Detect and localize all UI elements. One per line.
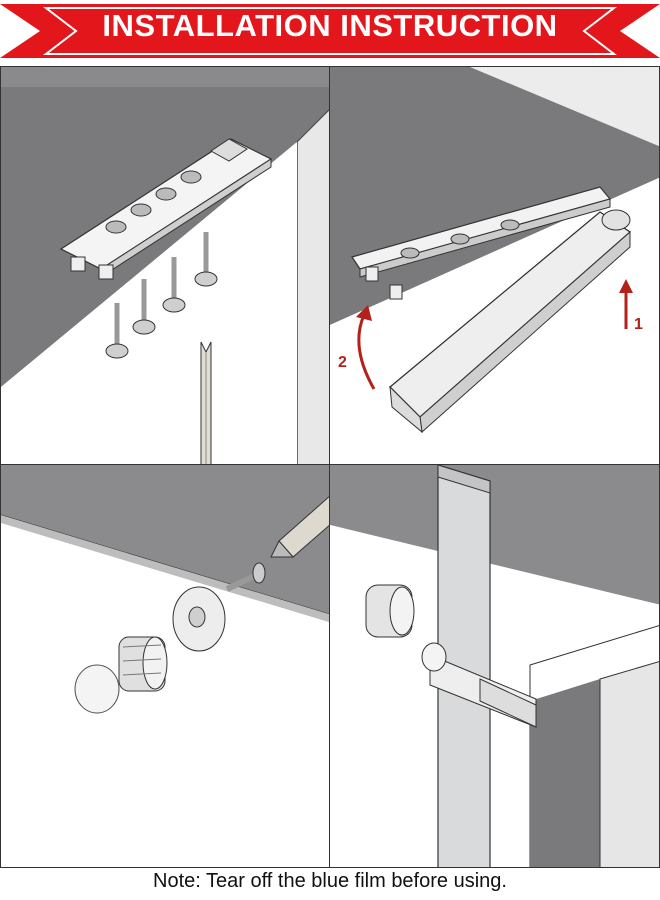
step-2-label-2: 2 bbox=[338, 354, 347, 371]
panel-step-1 bbox=[0, 66, 331, 466]
step-2-illustration: 1 2 bbox=[330, 67, 659, 465]
step-3-illustration bbox=[1, 465, 330, 867]
panel-step-3 bbox=[0, 464, 331, 868]
step-2-label-1: 1 bbox=[634, 316, 643, 333]
screw-icon bbox=[225, 562, 266, 592]
arrow-up-icon bbox=[619, 279, 633, 329]
screw-icon bbox=[105, 232, 218, 359]
door-icon bbox=[437, 465, 491, 867]
panel-step-4 bbox=[329, 464, 660, 868]
step-1-illustration bbox=[1, 67, 330, 465]
buffer-pad-icon bbox=[365, 584, 415, 638]
banner-title: INSTALLATION INSTRUCTION bbox=[102, 8, 558, 43]
banner-ribbon-icon bbox=[0, 4, 660, 58]
washer-icon bbox=[172, 586, 226, 652]
buffer-pad-icon bbox=[118, 636, 168, 692]
damper-icon bbox=[421, 642, 537, 728]
note-text: Note: Tear off the blue film before usin… bbox=[153, 870, 507, 892]
title-banner: INSTALLATION INSTRUCTION bbox=[0, 0, 660, 62]
cap-icon bbox=[74, 664, 120, 714]
curved-arrow-icon bbox=[356, 305, 376, 390]
mounting-bracket-icon bbox=[59, 138, 273, 280]
screwdriver-icon bbox=[200, 341, 212, 465]
mounting-bracket-icon bbox=[351, 186, 612, 300]
panel-step-2: 1 2 bbox=[329, 66, 660, 466]
instruction-grid: 1 2 bbox=[0, 66, 660, 868]
step-4-illustration bbox=[330, 465, 659, 867]
damper-icon bbox=[389, 209, 632, 434]
screwdriver-icon bbox=[270, 495, 330, 558]
